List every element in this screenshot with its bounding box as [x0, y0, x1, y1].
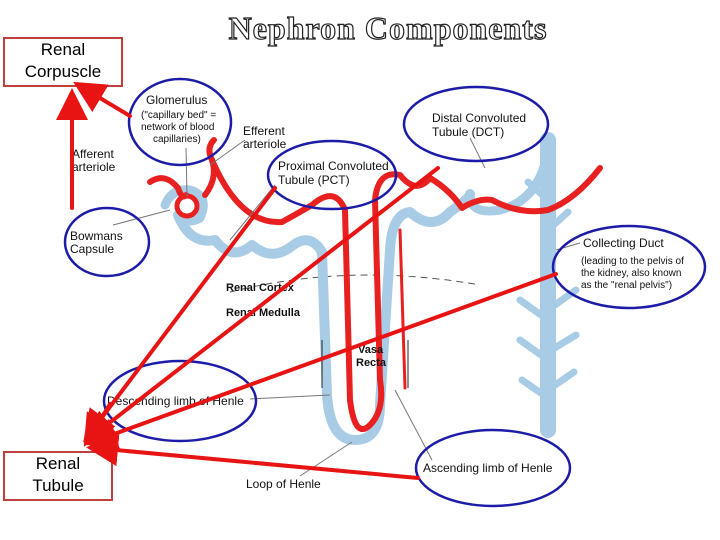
collecting-note-2: the kidney, also known — [581, 268, 681, 279]
bowmans-label-1: Bowmans — [70, 229, 123, 243]
renal-tubule-line-1: Renal — [35, 454, 81, 473]
efferent-leader — [209, 139, 246, 166]
pct-leader — [229, 184, 276, 241]
vasa-recta-label-2: Recta — [356, 357, 387, 369]
ascending-limb-label: Ascending limb of Henle — [423, 461, 553, 475]
renal-corpuscle-line-2: Corpuscle — [24, 62, 102, 81]
bowmans-label-2: Capsule — [70, 242, 114, 256]
dct-label-2: Tubule (DCT) — [432, 125, 504, 139]
collecting-duct-shape — [465, 132, 580, 438]
loop-leader — [299, 441, 353, 477]
vasa-recta-label-1: Vasa — [358, 344, 384, 356]
collecting-duct-callout-circle — [551, 224, 707, 310]
descending-to-tubule-arrow — [83, 402, 115, 447]
pct-label-1: Proximal Convoluted — [278, 159, 389, 173]
efferent-label-1: Efferent — [243, 124, 285, 138]
renal-tubule-line-2: Tubule — [32, 476, 84, 495]
afferent-label-1: Afferent — [72, 147, 114, 161]
collecting-note-1: (leading to the pelvis of — [581, 256, 684, 267]
bowmans-callout-circle — [63, 206, 151, 278]
glomerulus-label: Glomerulus — [146, 93, 207, 107]
dct-to-tubule-arrow — [83, 166, 440, 443]
loop-of-henle-label: Loop of Henle — [246, 477, 321, 491]
renal-corpuscle-line-1: Renal — [40, 40, 86, 59]
ascending-limb-callout-circle — [414, 428, 572, 508]
collecting-note-3: as the "renal pelvis") — [581, 280, 672, 291]
dct-label-1: Distal Convoluted — [432, 111, 526, 125]
pct-to-tubule-arrow — [83, 186, 277, 443]
collecting-duct-label: Collecting Duct — [583, 236, 664, 250]
glomerulus-to-corpuscle-arrow — [73, 81, 132, 118]
dct-callout-circle — [402, 85, 550, 163]
pct-label-2: Tubule (PCT) — [278, 173, 350, 187]
efferent-label-2: arteriole — [243, 137, 287, 151]
glomerulus-callout-circle — [127, 77, 233, 167]
pct-callout-circle — [266, 139, 398, 211]
cortex-medulla-boundary — [229, 274, 481, 293]
descending-leader — [249, 394, 331, 400]
glomerulus-note-3: capillaries) — [153, 134, 201, 145]
ascending-to-tubule-arrow — [86, 434, 420, 480]
glomerulus-leader — [185, 147, 188, 197]
afferent-label-2: arteriole — [72, 160, 116, 174]
glomerulus-note-2: network of blood — [141, 122, 214, 133]
dct-leader — [469, 137, 486, 169]
page-title: Nephron Components — [228, 9, 548, 46]
collecting-to-tubule-arrow — [84, 272, 558, 449]
glomerulus-note-1: ("capillary bed" = — [141, 110, 216, 121]
descending-limb-callout-circle — [102, 359, 258, 443]
bowmans-leader — [112, 209, 171, 226]
renal-tubule-shape — [160, 185, 475, 445]
renal-medulla-label: Renal Medulla — [226, 307, 301, 319]
renal-corpuscle-box: Renal Corpuscle — [3, 37, 123, 87]
